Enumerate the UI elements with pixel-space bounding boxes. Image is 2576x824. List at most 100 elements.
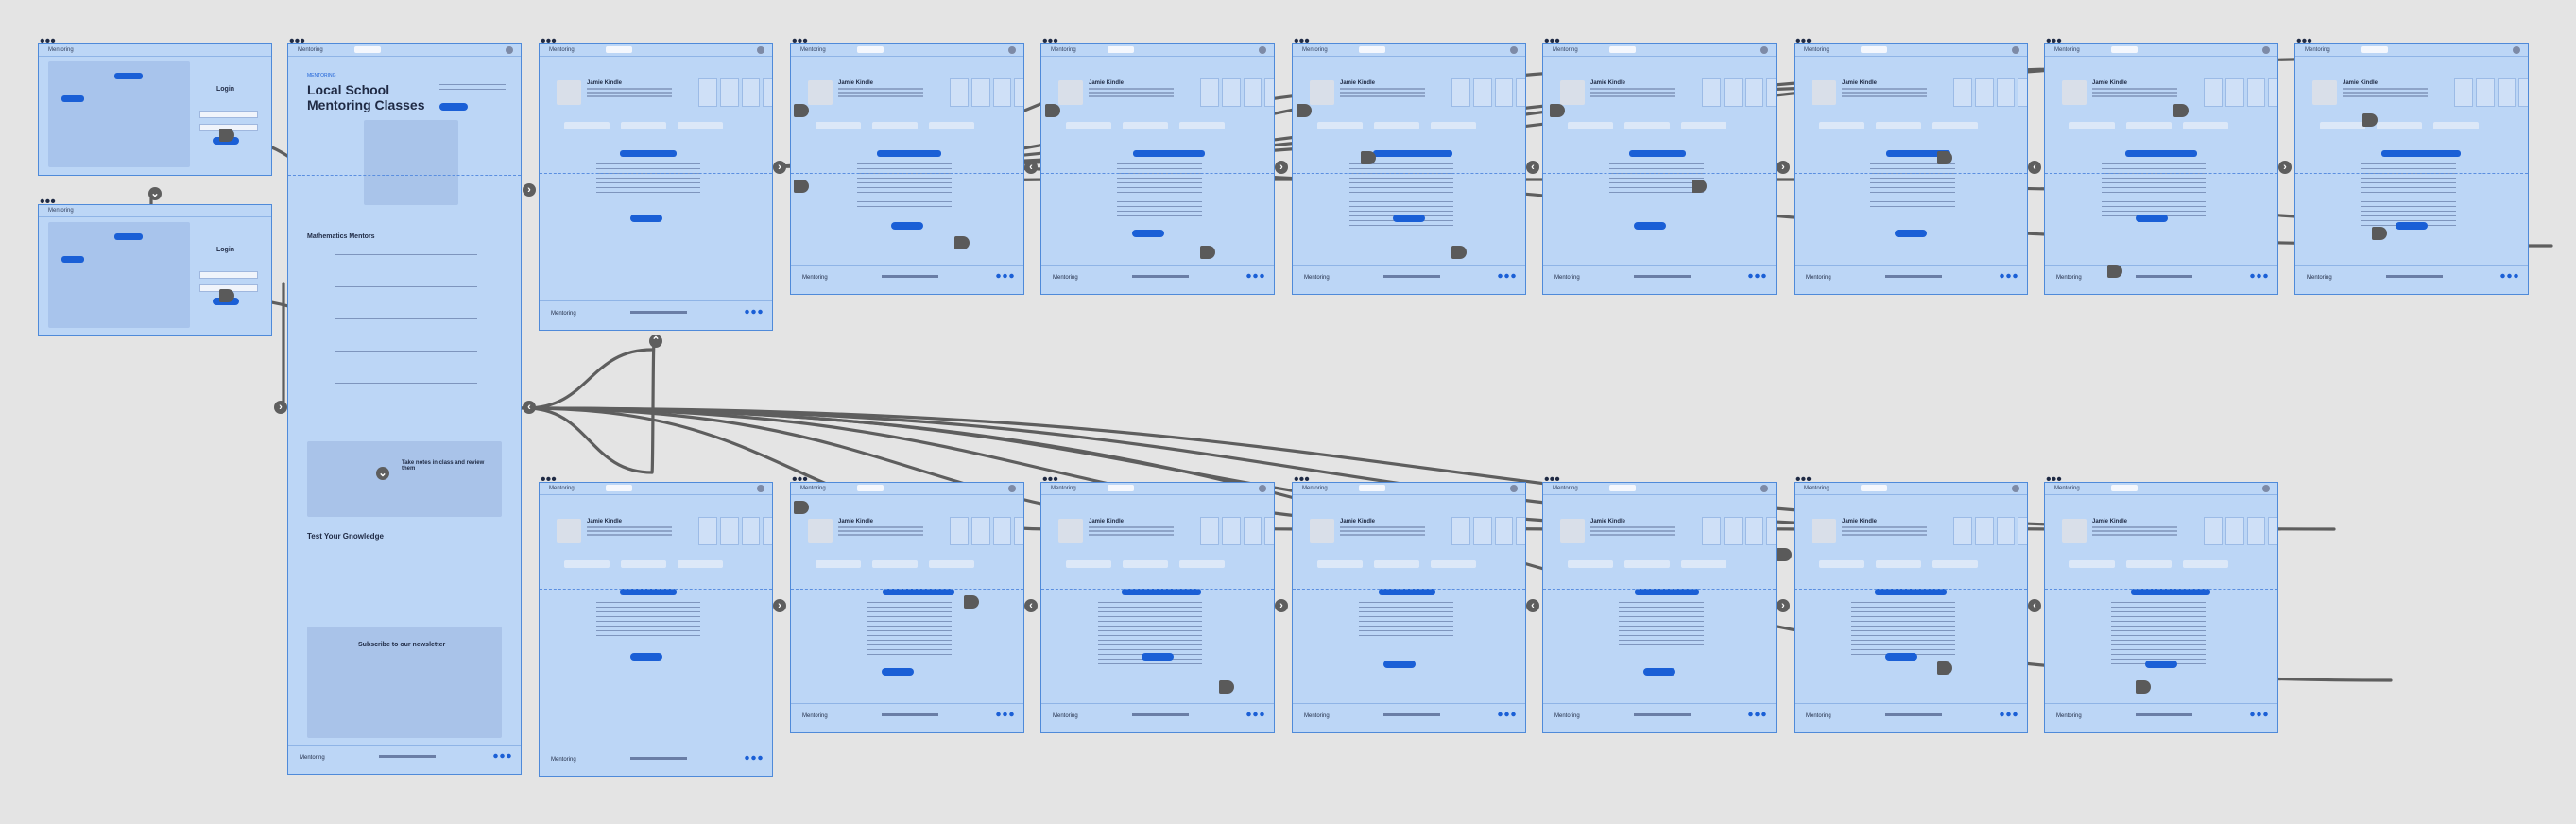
menu-icon[interactable] <box>1609 46 1636 53</box>
menu-icon[interactable] <box>2111 46 2138 53</box>
tab-bar[interactable] <box>816 122 1023 129</box>
chevron-right-icon[interactable]: › <box>523 183 536 197</box>
chevron-left-icon[interactable]: ‹ <box>1526 161 1539 174</box>
chevron-left-icon[interactable]: ‹ <box>523 401 536 414</box>
connector-node[interactable] <box>1937 151 1952 164</box>
social-icons[interactable] <box>1245 712 1264 717</box>
tab-bar[interactable] <box>1568 122 1776 129</box>
avatar-icon[interactable] <box>757 485 764 492</box>
continue-button[interactable] <box>1393 215 1425 222</box>
connector-node[interactable] <box>794 501 809 514</box>
avatar-icon[interactable] <box>2262 485 2270 492</box>
pill-side-button[interactable] <box>61 95 84 102</box>
connector-node[interactable] <box>1200 246 1215 259</box>
menu-icon[interactable] <box>1609 485 1636 491</box>
tab-bar[interactable] <box>1568 560 1776 568</box>
tab-bar[interactable] <box>1819 122 2027 129</box>
tab-bar[interactable] <box>1066 122 1274 129</box>
menu-icon[interactable] <box>2361 46 2388 53</box>
avatar-icon[interactable] <box>2513 46 2520 54</box>
social-icons[interactable] <box>2499 273 2518 279</box>
avatar-icon[interactable] <box>1760 485 1768 492</box>
social-icons[interactable] <box>1999 273 2018 279</box>
continue-button[interactable] <box>1643 668 1675 676</box>
menu-icon[interactable] <box>857 46 884 53</box>
menu-icon[interactable] <box>857 485 884 491</box>
menu-icon[interactable] <box>1108 46 1134 53</box>
social-icons[interactable] <box>744 309 763 315</box>
connector-node[interactable] <box>2173 104 2189 117</box>
social-icons[interactable] <box>492 753 511 759</box>
social-icons[interactable] <box>1497 273 1516 279</box>
social-icons[interactable] <box>2249 273 2268 279</box>
connector-node[interactable] <box>1297 104 1312 117</box>
connector-node[interactable] <box>1692 180 1707 193</box>
tab-bar[interactable] <box>1066 560 1274 568</box>
connector-node[interactable] <box>1550 104 1565 117</box>
social-icons[interactable] <box>995 273 1014 279</box>
pill-top-button[interactable] <box>114 233 143 240</box>
continue-button[interactable] <box>2396 222 2428 230</box>
chevron-left-icon[interactable]: ‹ <box>1024 599 1038 612</box>
menu-icon[interactable] <box>1108 485 1134 491</box>
tab-bar[interactable] <box>2069 122 2277 129</box>
menu-icon[interactable] <box>606 46 632 53</box>
email-field[interactable] <box>199 271 258 279</box>
connector-node[interactable] <box>1451 246 1467 259</box>
social-icons[interactable] <box>1747 712 1766 717</box>
chevron-up-icon[interactable]: ⌃ <box>649 335 662 348</box>
tab-bar[interactable] <box>564 560 772 568</box>
chevron-left-icon[interactable]: ‹ <box>1526 599 1539 612</box>
avatar-icon[interactable] <box>2012 485 2019 492</box>
connector-node[interactable] <box>1361 151 1376 164</box>
chevron-right-icon[interactable]: › <box>1275 599 1288 612</box>
continue-button[interactable] <box>630 653 662 661</box>
connector-node[interactable] <box>964 595 979 609</box>
chevron-right-icon[interactable]: › <box>773 161 786 174</box>
continue-button[interactable] <box>1895 230 1927 237</box>
avatar-icon[interactable] <box>1510 46 1518 54</box>
chevron-down-icon[interactable]: ⌄ <box>376 467 389 480</box>
avatar-icon[interactable] <box>1259 46 1266 54</box>
tab-bar[interactable] <box>1317 122 1525 129</box>
social-icons[interactable] <box>1497 712 1516 717</box>
social-icons[interactable] <box>1999 712 2018 717</box>
avatar-icon[interactable] <box>1008 485 1016 492</box>
menu-icon[interactable] <box>1359 485 1385 491</box>
continue-button[interactable] <box>1885 653 1917 661</box>
tab-bar[interactable] <box>2069 560 2277 568</box>
pill-side-button[interactable] <box>61 256 84 263</box>
connector-node[interactable] <box>954 236 970 249</box>
chevron-right-icon[interactable]: › <box>274 401 287 414</box>
continue-button[interactable] <box>1383 661 1416 668</box>
continue-button[interactable] <box>1634 222 1666 230</box>
continue-button[interactable] <box>891 222 923 230</box>
tab-bar[interactable] <box>1819 560 2027 568</box>
chevron-right-icon[interactable]: › <box>2278 161 2292 174</box>
menu-icon[interactable] <box>606 485 632 491</box>
pill-top-button[interactable] <box>114 73 143 79</box>
chevron-right-icon[interactable]: › <box>1777 599 1790 612</box>
social-icons[interactable] <box>995 712 1014 717</box>
chevron-left-icon[interactable]: ‹ <box>2028 599 2041 612</box>
avatar-icon[interactable] <box>1259 485 1266 492</box>
connector-node[interactable] <box>219 129 234 142</box>
social-icons[interactable] <box>1747 273 1766 279</box>
continue-button[interactable] <box>882 668 914 676</box>
avatar-icon[interactable] <box>2262 46 2270 54</box>
chevron-down-icon[interactable]: ⌄ <box>148 187 162 200</box>
avatar-icon[interactable] <box>2012 46 2019 54</box>
menu-icon[interactable] <box>2111 485 2138 491</box>
chevron-left-icon[interactable]: ‹ <box>2028 161 2041 174</box>
connector-node[interactable] <box>2372 227 2387 240</box>
connector-node[interactable] <box>1937 661 1952 675</box>
continue-button[interactable] <box>1132 230 1164 237</box>
connector-node[interactable] <box>2362 113 2378 127</box>
continue-button[interactable] <box>1142 653 1174 661</box>
chevron-right-icon[interactable]: › <box>1275 161 1288 174</box>
avatar-icon[interactable] <box>1760 46 1768 54</box>
continue-button[interactable] <box>2136 215 2168 222</box>
chevron-left-icon[interactable]: ‹ <box>1024 161 1038 174</box>
avatar-icon[interactable] <box>1510 485 1518 492</box>
connector-node[interactable] <box>794 104 809 117</box>
